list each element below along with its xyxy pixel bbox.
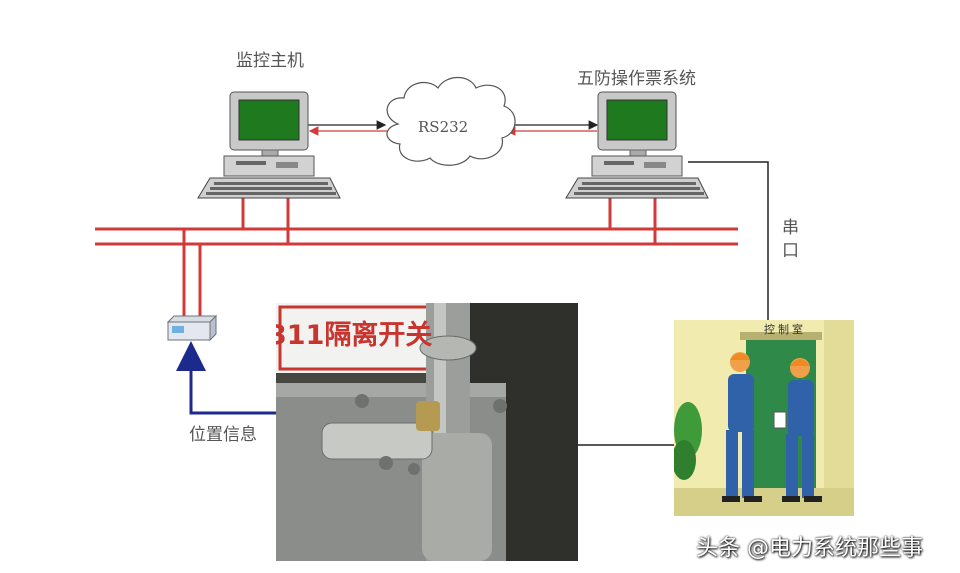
isolator-sign-text: 311隔离开关 — [276, 320, 433, 351]
watermark-text: 头条 @电力系统那些事 — [696, 536, 923, 561]
bus-lines — [95, 196, 738, 320]
position-info-label: 位置信息 — [189, 425, 257, 445]
five-defense-computer — [565, 91, 709, 199]
serial-port-line — [688, 161, 769, 322]
rs232-label: RS232 — [418, 118, 469, 136]
monitor-host-computer — [197, 91, 341, 199]
rs232-arrows — [308, 120, 599, 136]
position-device — [166, 314, 218, 342]
five-defense-label: 五防操作票系统 — [577, 69, 696, 89]
position-signal-line — [176, 341, 278, 415]
control-room-door-label: 控制室 — [764, 323, 806, 336]
serial-port-label: 串口 — [778, 218, 798, 264]
rs232-cloud — [386, 76, 516, 166]
isolator-switch-image — [276, 303, 578, 561]
isolator-switch-photo: 311隔离开关 — [276, 303, 578, 561]
monitor-host-label: 监控主机 — [236, 51, 304, 71]
control-room-image — [674, 320, 854, 516]
control-room-illustration: 控制室 — [674, 320, 854, 516]
